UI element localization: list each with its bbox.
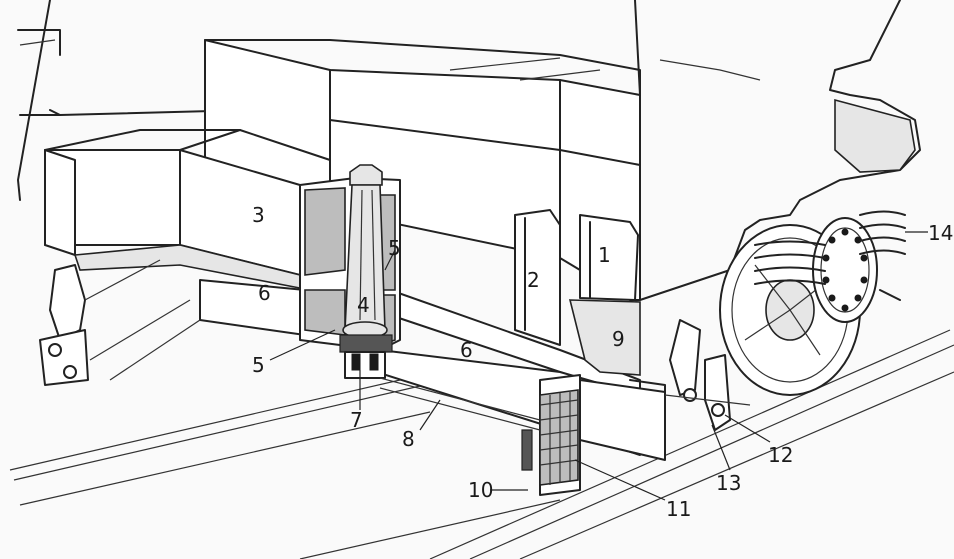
callout-5-upper: 5 — [388, 236, 401, 260]
callout-7: 7 — [350, 408, 363, 432]
callout-8: 8 — [402, 427, 415, 451]
callout-6-left: 6 — [258, 281, 271, 305]
coil-springs — [754, 210, 906, 301]
pivot-pin — [339, 164, 393, 379]
brake-rigging — [379, 374, 666, 496]
left-hanger — [39, 259, 161, 386]
callout-2: 2 — [527, 268, 540, 292]
callout-11: 11 — [666, 497, 691, 521]
suspension-links — [664, 319, 751, 431]
car-body-right — [634, 0, 921, 301]
bolster-beam — [44, 129, 331, 292]
callout-5-lower: 5 — [252, 353, 265, 377]
side-boxes — [514, 209, 641, 376]
leader-lines — [269, 231, 928, 501]
callout-4: 4 — [357, 293, 370, 317]
callout-13: 13 — [716, 471, 741, 495]
callout-6-right: 6 — [460, 338, 473, 362]
callout-10: 10 — [468, 478, 493, 502]
callout-9: 9 — [612, 327, 625, 351]
callout-labels: 1 2 3 4 5 5 6 6 7 8 9 10 11 12 13 14 — [252, 203, 953, 521]
callout-12: 12 — [768, 443, 793, 467]
callout-1: 1 — [598, 243, 611, 267]
callout-14: 14 — [928, 221, 953, 245]
rails — [9, 329, 954, 559]
callout-3: 3 — [252, 203, 265, 227]
